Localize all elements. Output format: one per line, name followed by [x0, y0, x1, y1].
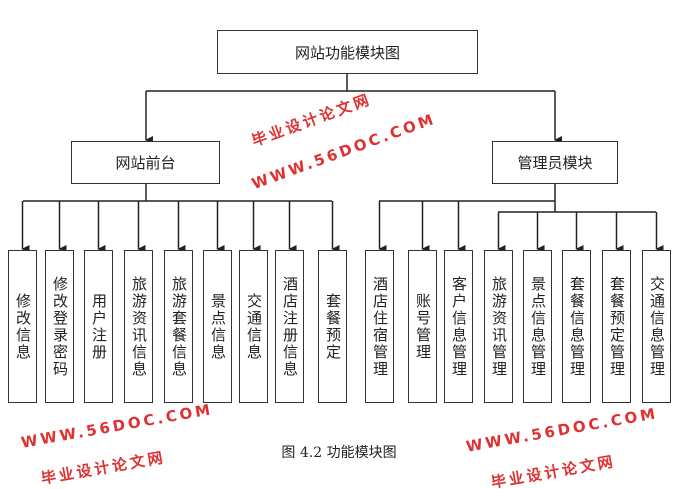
figure-caption: 图 4.2 功能模块图: [281, 445, 397, 461]
admin-submodule-box: 景点信息管理: [523, 250, 552, 403]
front-submodule-box: 旅游套餐信息: [164, 250, 193, 403]
front-submodule-box: 修改信息: [8, 250, 37, 403]
front-submodule-box: 旅游资讯信息: [124, 250, 153, 403]
submodule-label: 旅游资讯管理: [490, 275, 508, 378]
submodule-label: 账号管理: [414, 292, 432, 361]
front-submodule-box: 酒店注册信息: [275, 250, 304, 403]
submodule-label: 景点信息: [209, 292, 227, 361]
submodule-label: 酒店注册信息: [281, 275, 299, 378]
admin-submodule-box: 旅游资讯管理: [484, 250, 513, 403]
submodule-label: 客户信息管理: [450, 275, 468, 378]
front-submodule-box: 套餐预定: [318, 250, 347, 403]
submodule-label: 旅游套餐信息: [170, 275, 188, 378]
root-module-label: 网站功能模块图: [294, 43, 400, 62]
admin-submodule-box: 套餐信息管理: [562, 250, 591, 403]
submodule-label: 用户注册: [90, 292, 108, 361]
admin-submodule-box: 套餐预定管理: [602, 250, 631, 403]
submodule-label: 交通信息: [245, 292, 263, 361]
front-submodule-box: 交通信息: [239, 250, 268, 403]
front-submodule-box: 景点信息: [203, 250, 232, 403]
front-module-label: 网站前台: [115, 154, 176, 172]
admin-module-label: 管理员模块: [517, 154, 593, 172]
submodule-label: 景点信息管理: [529, 275, 547, 378]
root-module-box: 网站功能模块图: [217, 30, 478, 74]
admin-submodule-box: 酒店住宿管理: [365, 250, 394, 403]
admin-submodule-box: 客户信息管理: [444, 250, 473, 403]
submodule-label: 套餐预定管理: [608, 275, 626, 378]
submodule-label: 修改信息: [14, 292, 32, 361]
submodule-label: 修改登录密码: [51, 275, 69, 378]
front-module-box: 网站前台: [71, 141, 220, 184]
front-submodule-box: 用户注册: [84, 250, 113, 403]
submodule-label: 交通信息管理: [648, 275, 666, 378]
submodule-label: 旅游资讯信息: [130, 275, 148, 378]
front-submodule-box: 修改登录密码: [45, 250, 74, 403]
submodule-label: 套餐预定: [324, 292, 342, 361]
admin-submodule-box: 账号管理: [408, 250, 437, 403]
submodule-label: 酒店住宿管理: [371, 275, 389, 378]
submodule-label: 套餐信息管理: [568, 275, 586, 378]
admin-module-box: 管理员模块: [492, 141, 618, 184]
admin-submodule-box: 交通信息管理: [642, 250, 671, 403]
